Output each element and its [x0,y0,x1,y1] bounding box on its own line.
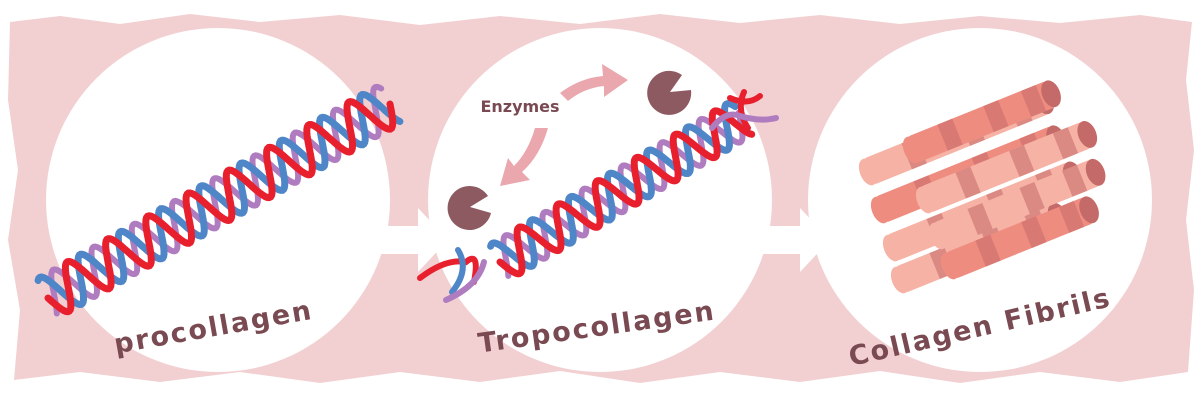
fibril-band [1052,127,1079,160]
fibril-start-cap [890,266,910,294]
fibril-start-cap [882,234,902,262]
fibril-band [1021,216,1047,249]
fibril-start-cap [915,186,935,214]
enzyme-arrow-top [560,64,628,101]
pacman-enzyme-icon [647,70,692,115]
fibril-band [983,100,1009,133]
enzyme-arrow-left [500,128,548,186]
enzymes-cycle: Enzymes [447,64,692,231]
fibril-cylinder [940,196,1099,280]
fibril-band [1019,182,1045,214]
fibril-band [1009,144,1035,177]
fibril-band [1058,200,1085,233]
frayed-end-blue [449,247,466,295]
fibril-cylinder [902,80,1061,164]
frayed-end-purple [443,259,487,303]
frayed-end-purple [709,111,779,131]
fibril-start-cap [858,158,878,186]
fibril-start-cap [902,136,922,164]
frayed-end-red [727,93,763,105]
pacman-enzyme-icon [447,186,491,231]
helix-strand-red [44,98,397,316]
fibril-start-cap [870,196,890,224]
fibril-band [975,234,1001,267]
fibril-band [967,203,993,235]
fibril-end-cap [1085,158,1106,186]
fibril-cylinder [928,158,1106,250]
fibril-start-cap [940,252,960,280]
fibril-end-cap [1079,196,1099,224]
procollagen-triple-helix [34,83,404,317]
fibril-end-cap [1041,80,1061,108]
fibril-start-cap [928,222,948,250]
frayed-end-red [417,255,479,285]
tropocollagen-triple-helix [417,89,779,303]
fibril-band [1020,84,1047,117]
frayed-end-red [737,89,751,131]
fibril-end-cap [1077,121,1098,148]
collagen-fibrils-bundle [858,80,1106,294]
fibril-cylinder [915,121,1098,214]
enzymes-label: Enzymes [480,97,559,116]
helix-strand-red [496,107,756,278]
fibril-band [937,118,963,151]
helix-strand-blue [487,99,739,270]
fibril-band [1062,164,1088,197]
fibril-band [955,166,981,199]
